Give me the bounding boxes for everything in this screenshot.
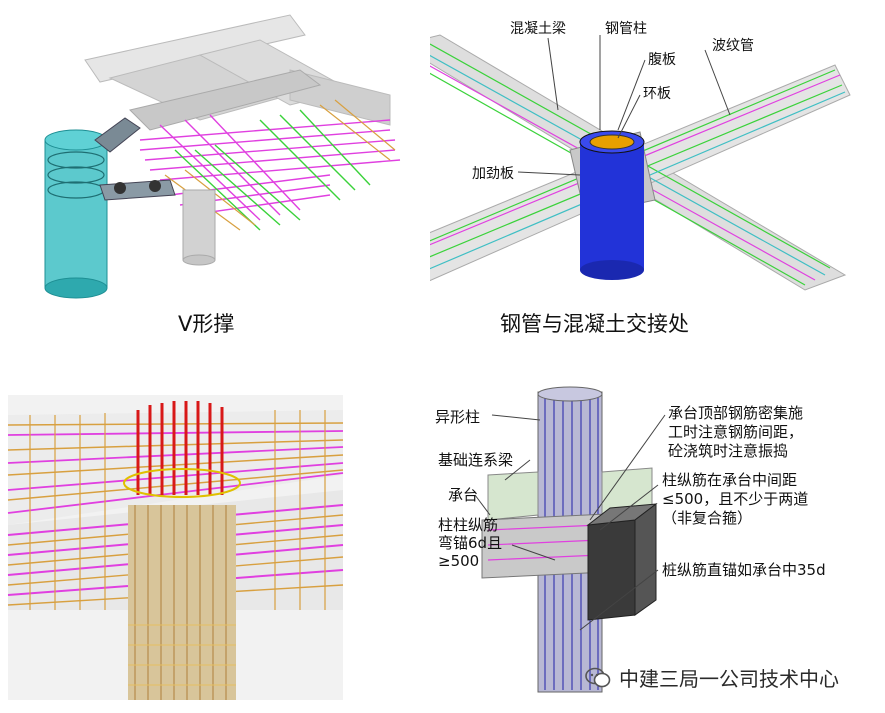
frame-top [84,14,306,83]
rebar-closeup-drawing [7,395,344,700]
label-web-plate: 腹板 [648,51,676,68]
label-cap-note-3: 砼浇筑时注意振捣 [668,442,788,460]
gray-column [182,189,216,261]
label-anchor-2: 弯锚6d且 [438,534,502,552]
label-pile-bar: 桩纵筋直锚如承台中35d [662,561,826,579]
panel-rebar-closeup [0,395,430,700]
steel-tube [579,130,645,280]
label-col-bar-2: ≤500，且不少于两道 [662,490,808,508]
label-special-column: 异形柱 [435,408,480,426]
wechat-icon [585,667,611,687]
label-col-bar-1: 柱纵筋在承台中间距 [662,471,797,489]
label-col-bar-3: （非复合箍） [662,509,752,527]
v-brace-arms [94,117,176,201]
panel-steel-concrete-joint: 混凝土梁 钢管柱 腹板 环板 波纹管 加劲板 钢管与混凝土交接处 [430,0,885,345]
frame-mid [129,69,322,131]
label-stiffener: 加劲板 [472,166,514,182]
tie-beam-left [487,471,539,521]
label-anchor-3: ≥500 [438,552,479,570]
watermark-text: 中建三局一公司技术中心 [619,667,839,691]
red-column-bars [136,401,224,495]
label-cap-note-1: 承台顶部钢筋密集施 [668,404,803,422]
watermark: 中建三局一公司技术中心 [585,663,839,692]
label-cap-note-2: 工时注意钢筋间距， [668,423,803,441]
rebar-green [174,109,371,231]
cap-side-block [587,519,636,621]
ring-hoop [123,468,241,498]
label-concrete-beam: 混凝土梁 [510,21,566,37]
panel-pile-cap: 异形柱 基础连系梁 承台 柱柱纵筋 弯锚6d且 ≥500 承台顶部钢筋密集施 工… [430,380,885,713]
rebar-cage [139,114,401,221]
pile-column [128,505,236,700]
label-corrugated-pipe: 波纹管 [712,38,754,54]
v-brace-drawing [44,14,401,299]
stirrups [29,410,326,610]
joint-drawing: 混凝土梁 钢管柱 腹板 环板 波纹管 加劲板 [430,21,851,291]
cyan-cylinder [44,129,108,299]
panel-v-brace: V形撑 [0,0,430,345]
label-ring-plate: 环板 [643,86,671,102]
label-steel-column: 钢管柱 [605,21,647,37]
label-pile-cap: 承台 [448,486,478,504]
caption-joint: 钢管与混凝土交接处 [500,312,689,336]
caption-v-brace: V形撑 [178,312,235,336]
label-anchor-1: 柱柱纵筋 [438,516,498,534]
label-tie-beam: 基础连系梁 [438,451,513,469]
pile-cap-drawing: 异形柱 基础连系梁 承台 柱柱纵筋 弯锚6d且 ≥500 承台顶部钢筋密集施 工… [435,386,826,693]
